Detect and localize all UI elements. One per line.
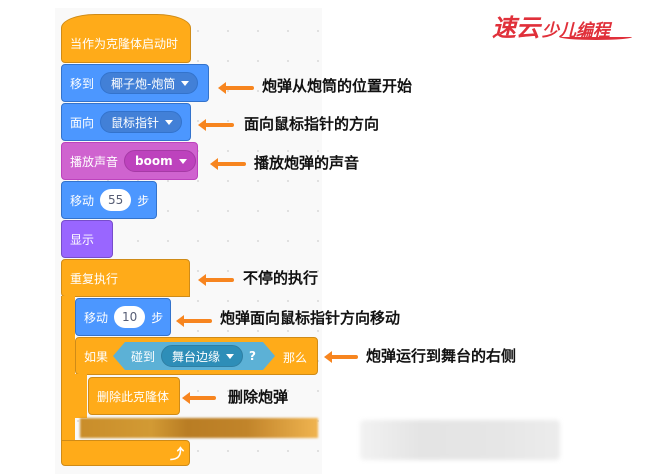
logo-brand-name: 速云 (492, 13, 540, 42)
touching-object-value: 舞台边缘 (172, 349, 221, 364)
arrow-icon (198, 119, 234, 131)
play-sound-block[interactable]: 播放声音 boom (61, 142, 198, 180)
steps-suffix: 步 (151, 310, 164, 325)
annotation-5: 炮弹面向鼠标指针方向移动 (220, 309, 401, 327)
forever-block[interactable]: 重复执行 (61, 259, 190, 297)
forever-bottom (61, 440, 190, 466)
arrow-icon (218, 82, 254, 94)
touching-condition-block[interactable]: 碰到 舞台边缘 ? (113, 342, 275, 370)
annotation-7: 删除炮弹 (228, 388, 289, 406)
touching-label: 碰到 (131, 349, 156, 364)
move-label: 移动 (84, 310, 109, 325)
forever-arm (61, 296, 75, 446)
logo-swoosh (560, 34, 632, 40)
touching-object-dropdown[interactable]: 舞台边缘 (161, 345, 243, 367)
annotation-1: 炮弹从炮筒的位置开始 (262, 77, 413, 95)
show-block[interactable]: 显示 (61, 220, 113, 258)
steps-input[interactable]: 55 (100, 189, 132, 211)
when-start-as-clone-hat-block[interactable]: 当作为克隆体启动时 (61, 14, 191, 63)
arrow-icon (182, 392, 216, 404)
goto-block[interactable]: 移到 椰子炮-炮筒 (61, 64, 209, 102)
arrow-icon (210, 158, 246, 170)
goto-target-value: 椰子炮-炮筒 (111, 76, 176, 91)
redacted-blur (80, 418, 318, 438)
chevron-down-icon (165, 119, 174, 125)
point-towards-label: 面向 (70, 115, 95, 130)
question-mark: ? (249, 349, 256, 363)
loop-arrow-icon: ⤴ (170, 447, 184, 463)
arrow-icon (198, 274, 234, 286)
chevron-down-icon (181, 80, 190, 86)
arrow-icon (176, 315, 212, 327)
steps-suffix: 步 (137, 193, 150, 208)
if-label: 如果 (84, 349, 109, 364)
point-towards-value: 鼠标指针 (111, 115, 160, 130)
if-arm (75, 374, 87, 418)
annotation-6: 炮弹运行到舞台的右侧 (366, 347, 517, 365)
annotation-2: 面向鼠标指针的方向 (244, 115, 380, 133)
delete-clone-block[interactable]: 删除此克隆体 (88, 377, 180, 415)
point-towards-block[interactable]: 面向 鼠标指针 (61, 103, 191, 141)
play-sound-label: 播放声音 (70, 154, 119, 169)
move-steps-block-inner[interactable]: 移动 10 步 (75, 298, 171, 336)
delete-clone-label: 删除此克隆体 (97, 389, 170, 404)
goto-target-dropdown[interactable]: 椰子炮-炮筒 (100, 72, 199, 94)
then-label: 那么 (283, 351, 308, 365)
chevron-down-icon (178, 158, 187, 164)
steps-input[interactable]: 10 (114, 306, 146, 328)
chevron-down-icon (226, 354, 234, 359)
goto-label: 移到 (70, 76, 95, 91)
move-steps-block[interactable]: 移动 55 步 (61, 181, 157, 219)
annotation-4: 不停的执行 (243, 269, 319, 287)
point-towards-dropdown[interactable]: 鼠标指针 (100, 111, 183, 133)
redacted-blur-gray (360, 420, 560, 460)
sound-dropdown[interactable]: boom (124, 150, 196, 172)
annotation-3: 播放炮弹的声音 (254, 154, 360, 172)
move-label: 移动 (70, 193, 95, 208)
hat-label: 当作为克隆体启动时 (70, 37, 179, 51)
show-label: 显示 (70, 232, 95, 247)
forever-label: 重复执行 (70, 271, 119, 286)
arrow-icon (324, 351, 358, 363)
sound-value: boom (135, 154, 173, 168)
